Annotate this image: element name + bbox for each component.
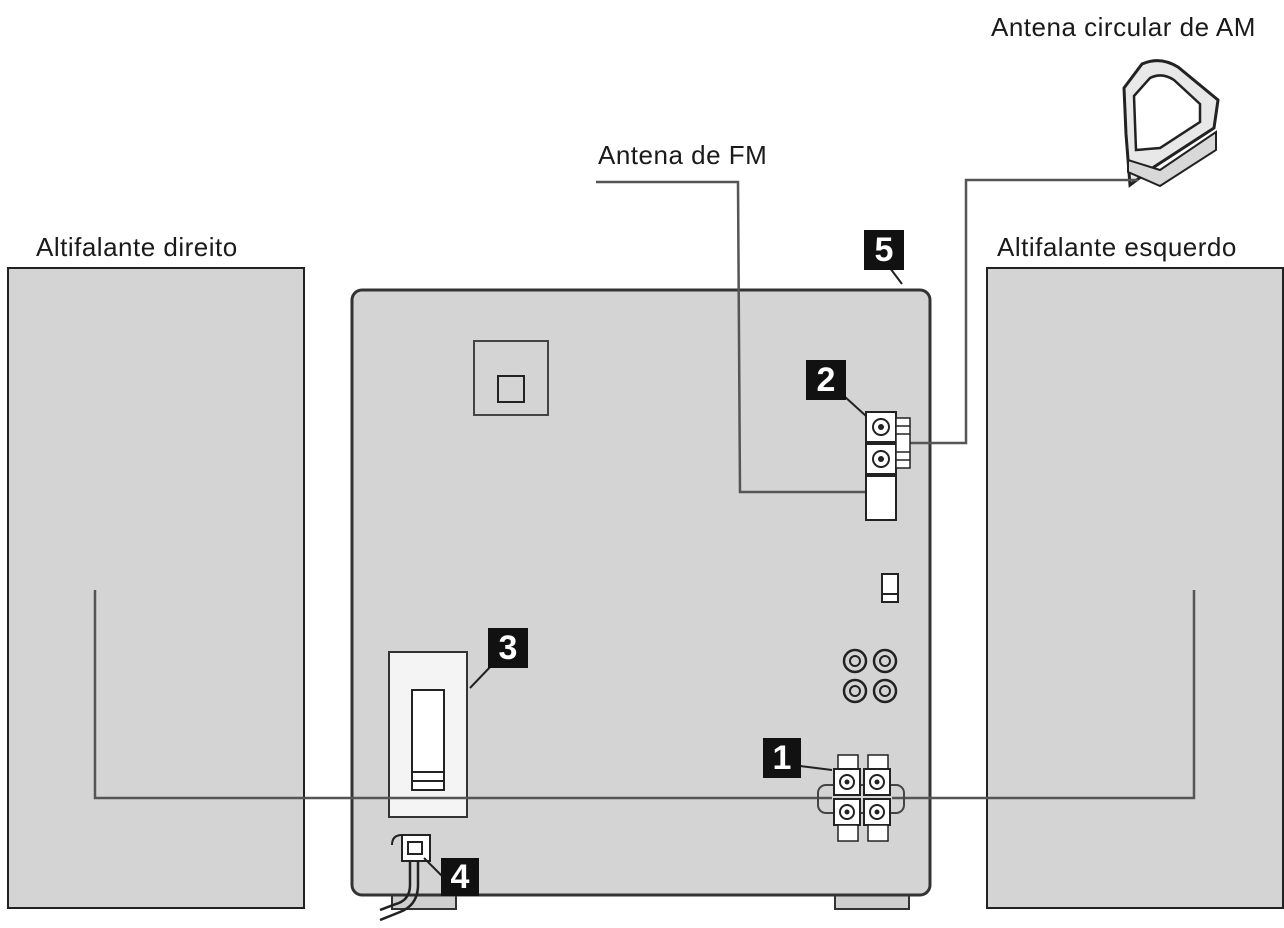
fm-antenna-wire	[596, 180, 868, 494]
leader-1	[799, 765, 833, 771]
callout-badge-3: 3	[488, 628, 528, 668]
callout-badge-4: 4	[441, 858, 479, 896]
small-switch	[881, 573, 899, 603]
rear-vent	[473, 340, 549, 416]
dock-compartment	[388, 651, 468, 818]
power-cord	[379, 834, 431, 922]
leader-2	[843, 395, 867, 417]
right-speaker-wire	[93, 590, 832, 800]
speaker-terminals	[833, 754, 891, 842]
right-speaker-label: Altifalante direito	[36, 232, 238, 262]
callout-badge-5: 5	[864, 230, 904, 270]
rca-jacks	[842, 648, 898, 704]
left-speaker-label: Altifalante esquerdo	[997, 232, 1237, 262]
fm-antenna-label: Antena de FM	[598, 140, 768, 170]
leader-3	[469, 664, 493, 689]
antenna-terminal	[865, 411, 911, 521]
am-loop-antenna-icon	[1122, 59, 1220, 188]
am-antenna-wire	[908, 178, 1138, 445]
callout-badge-2: 2	[806, 360, 846, 400]
right-speaker	[7, 267, 305, 909]
callout-badge-1: 1	[763, 738, 801, 778]
left-speaker	[986, 267, 1284, 909]
am-antenna-label: Antena circular de AM	[991, 12, 1256, 42]
leader-4	[423, 857, 443, 877]
leader-5	[889, 267, 903, 285]
left-speaker-wire	[892, 590, 1196, 800]
